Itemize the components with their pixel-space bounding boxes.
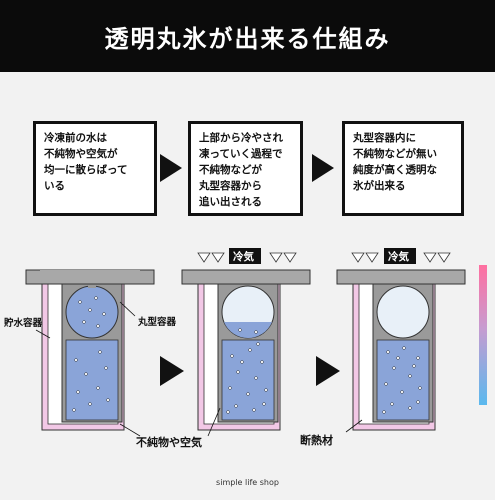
step-1-line: 不純物や空気が xyxy=(44,148,118,160)
label-round-mold: 丸型容器 xyxy=(137,316,177,328)
impurity-dots xyxy=(72,296,110,412)
temperature-gradient-bar xyxy=(479,265,487,405)
label-impurities-air: 不純物や空気 xyxy=(136,435,202,449)
label-cold-air: 冷気 xyxy=(388,250,409,263)
label-insulation: 断熱材 xyxy=(300,433,333,447)
label-cold-air: 冷気 xyxy=(233,250,254,263)
step-box-1: 冷凍前の水は 不純物や空気が 均一に散らばって いる xyxy=(33,121,157,216)
lid xyxy=(181,269,311,285)
clear-ice-ball xyxy=(376,285,430,339)
mold-hole xyxy=(88,284,96,288)
step-2-line: 不純物などが xyxy=(199,164,262,176)
water-lower xyxy=(221,339,275,421)
step-3-line: 丸型容器内に xyxy=(353,132,416,144)
container-stage-3 xyxy=(336,248,466,433)
container-stage-2 xyxy=(181,248,311,431)
impurity-dots xyxy=(382,346,422,414)
cold-air-arrows xyxy=(351,252,451,263)
impurity-dots xyxy=(226,328,268,414)
cold-air-badge xyxy=(384,248,416,264)
cold-air-arrows xyxy=(197,252,297,263)
water-lower xyxy=(376,339,430,421)
process-arrow-2 xyxy=(316,356,340,386)
step-box-3: 丸型容器内に 不純物などが無い 純度が高く透明な 氷が出来る xyxy=(342,121,464,216)
page-title: 透明丸氷が出来る仕組み xyxy=(104,24,391,53)
lid xyxy=(336,269,466,285)
water-lower xyxy=(65,339,119,421)
remaining-water xyxy=(224,322,272,339)
header-bar: 透明丸氷が出来る仕組み xyxy=(0,0,495,72)
step-arrow-2 xyxy=(312,154,334,182)
step-box-2: 上部から冷やされ 凍っていく過程で 不純物などが 丸型容器から 追い出される xyxy=(188,121,303,216)
footer-credit: simple life shop xyxy=(216,478,279,487)
step-2-line: 追い出される xyxy=(199,196,262,208)
step-3-line: 純度が高く透明な xyxy=(353,164,437,176)
step-arrow-1 xyxy=(160,154,182,182)
step-3-line: 氷が出来る xyxy=(353,180,406,192)
step-1-line: 均一に散らばって xyxy=(44,164,128,176)
step-2-line: 上部から冷やされ xyxy=(199,132,283,144)
step-3-line: 不純物などが無い xyxy=(353,148,437,160)
step-2-line: 丸型容器から xyxy=(199,180,262,192)
lid-inner xyxy=(40,270,140,280)
step-1-line: 冷凍前の水は xyxy=(44,132,107,144)
container-stage-1 xyxy=(25,269,155,431)
round-mold-water xyxy=(65,285,119,339)
label-storage-container: 貯水容器 xyxy=(4,317,43,329)
process-arrow-1 xyxy=(160,356,184,386)
cold-air-badge xyxy=(229,248,261,264)
step-2-line: 凍っていく過程で xyxy=(199,148,283,160)
step-1-line: いる xyxy=(44,180,65,192)
